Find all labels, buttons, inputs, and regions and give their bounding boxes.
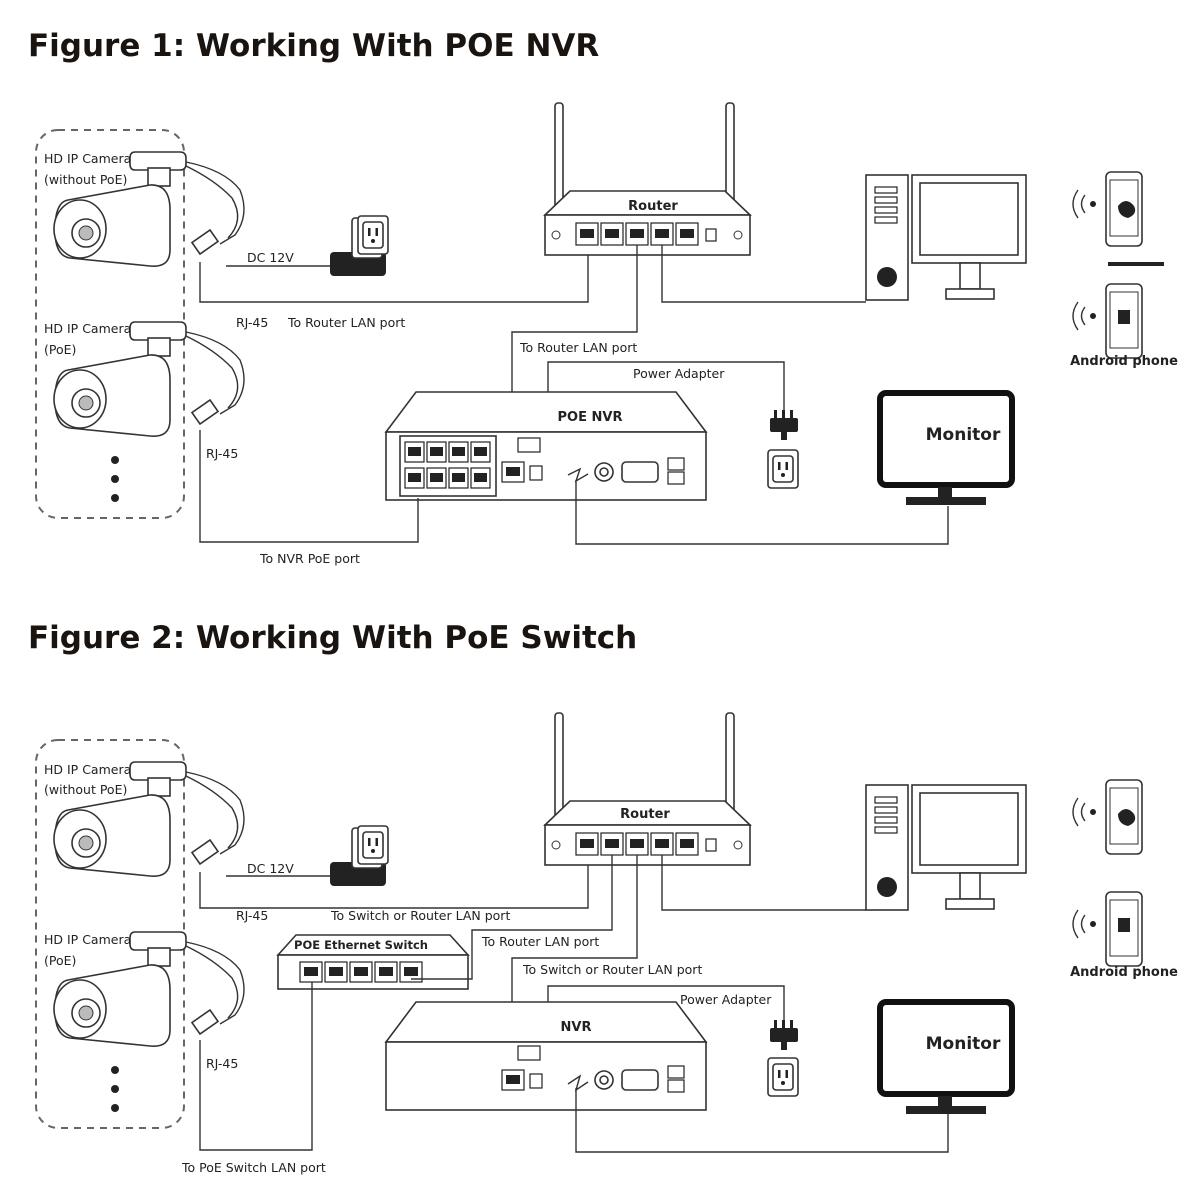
camera-1-sublabel-2: (without PoE) [44,782,127,797]
to-switch-router-lan-label-2: To Switch or Router LAN port [522,962,702,977]
router-label: Router [628,199,678,214]
poe-switch-icon [276,934,470,990]
android-phone-label-2: Android phone [1070,965,1178,980]
poe-switch-label: POE Ethernet Switch [294,938,428,952]
camera-1-label-2: HD IP Camera [44,762,131,777]
camera-poe-icon [53,321,245,438]
router-label-2: Router [620,807,670,822]
camera-1-label: HD IP Camera [44,151,131,166]
camera-group-outline-2 [35,739,185,1129]
desktop-pc-icon [865,174,1027,301]
monitor-label-2: Monitor [926,1034,1001,1054]
power-adapter-label-1: Power Adapter [633,366,725,381]
android-phone-label-1: Android phone [1070,354,1178,369]
more-dots [111,456,119,464]
to-poe-switch-lan-label: To PoE Switch LAN port [181,1160,326,1175]
camera-2-sublabel: (PoE) [44,342,76,357]
router-icon-2 [544,712,751,866]
to-router-lan-label-3: To Router LAN port [481,934,599,949]
camera-2-sublabel-2: (PoE) [44,953,76,968]
figure-1-title: Figure 1: Working With POE NVR [28,28,599,64]
to-router-lan-label-2: To Router LAN port [519,340,637,355]
power-adapter-label-2: Power Adapter [680,992,772,1007]
rj45-label-4: RJ-45 [206,1056,238,1071]
wall-outlet-2-icon [767,449,799,489]
phone-android-icon-2 [1072,891,1143,967]
rj45-label-1: RJ-45 [236,315,268,330]
phone-android-icon [1072,283,1143,359]
dc-12v-label-2: DC 12V [247,861,294,876]
rj45-label-3: RJ-45 [236,908,268,923]
monitor-label-1: Monitor [926,425,1001,445]
power-plug-1-icon [770,410,798,440]
camera-2-label-2: HD IP Camera [44,932,131,947]
camera-2-label: HD IP Camera [44,321,131,336]
poe-nvr-icon [384,391,708,501]
more-dots-2 [111,1066,119,1074]
nvr-label: NVR [561,1020,592,1035]
camera-poe-icon-2 [53,931,245,1047]
to-switch-router-lan-label-1: To Switch or Router LAN port [330,908,510,923]
android-logo-icon [1118,310,1130,324]
wall-outlet-4-icon [767,1057,799,1097]
figure-2-title: Figure 2: Working With PoE Switch [28,620,637,656]
apple-logo-icon-2 [1118,809,1136,826]
to-nvr-poe-label: To NVR PoE port [259,551,360,566]
monitor-1-icon [880,393,1012,505]
camera-without-poe-icon-2 [53,761,245,878]
divider-bar [1108,262,1164,266]
android-logo-icon-2 [1118,918,1130,932]
figure-2: Figure 2: Working With PoE Switch HD IP … [28,620,1178,1175]
dc-12v-label: DC 12V [247,250,294,265]
power-plug-2-icon [770,1020,798,1050]
rj45-label-2: RJ-45 [206,446,238,461]
camera-group-outline [35,129,185,519]
to-router-lan-label-1: To Router LAN port [287,315,405,330]
desktop-pc-icon-2 [865,784,1027,911]
poe-nvr-label: POE NVR [558,410,623,425]
monitor-2-icon [880,1002,1012,1114]
wall-outlet-1-icon [357,215,389,255]
wall-outlet-3-icon [357,825,389,865]
apple-logo-icon [1118,201,1136,218]
figure-1: Figure 1: Working With POE NVR HD IP Cam… [28,28,1178,566]
nvr-icon [384,1001,708,1111]
camera-1-sublabel: (without PoE) [44,172,127,187]
router-icon [544,102,751,256]
camera-without-poe-icon [53,151,245,268]
